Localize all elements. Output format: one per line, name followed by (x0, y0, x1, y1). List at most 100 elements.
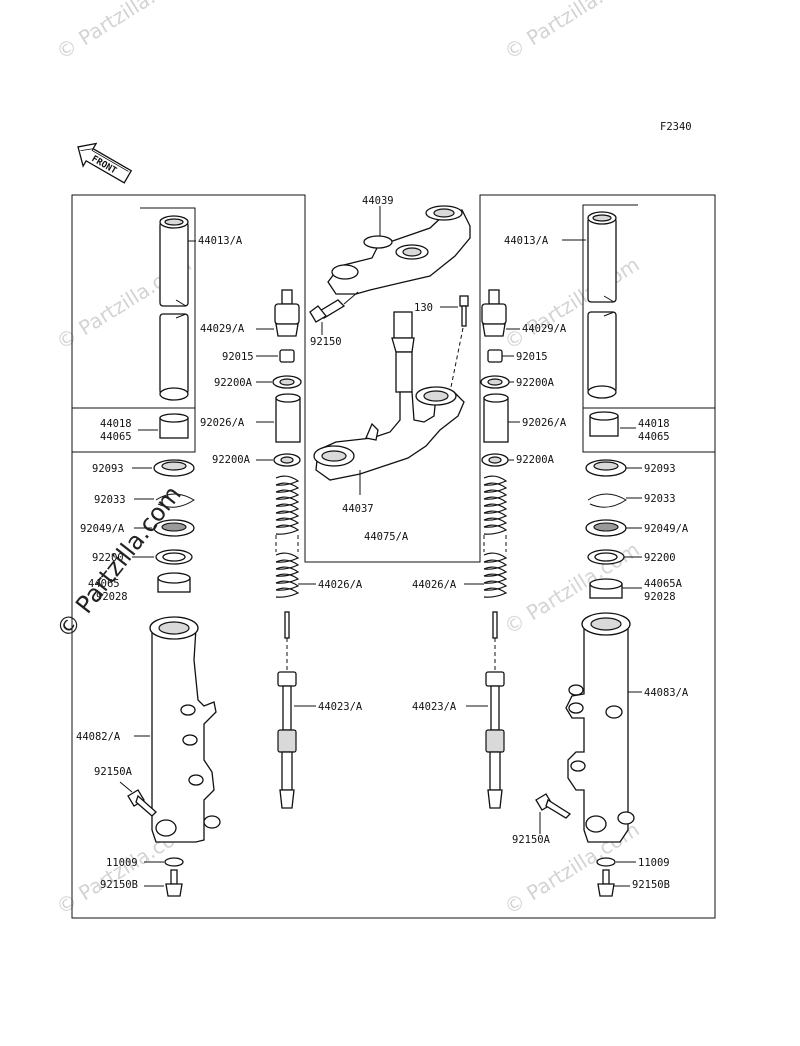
label-11009-left: 11009 (106, 857, 138, 869)
label-92200A-right-1: 92200A (516, 377, 555, 389)
cap-bolt-right (481, 289, 507, 337)
spacer-92026A-right (483, 393, 509, 443)
spring-coil (483, 510, 508, 521)
oil-seal-92049A-right (585, 519, 627, 537)
bolt-92150A-left (127, 789, 157, 817)
label-130: 130 (414, 302, 433, 314)
label-92093-right: 92093 (644, 463, 676, 475)
label-92150: 92150 (310, 336, 342, 348)
label-92026A-right: 92026/A (522, 417, 567, 429)
label-44018-right: 44018 (638, 418, 670, 430)
label-92200A-left-1: 92200A (214, 377, 253, 389)
bush-44018-left (159, 413, 189, 439)
label-44065A-right: 44065A (644, 578, 683, 590)
upper-bracket-44039 (327, 205, 471, 295)
label-92028-left: 92028 (96, 591, 128, 603)
spring-coil (483, 482, 508, 493)
spring-coil (483, 573, 508, 584)
fork-tube-left (159, 215, 189, 401)
washer-92200A-right-1 (480, 375, 510, 389)
spring-coil (483, 524, 508, 535)
spring-coil (275, 517, 300, 528)
dust-seal-92093-right (585, 459, 627, 477)
washer-11009-right (596, 857, 616, 867)
spring-coil (275, 510, 300, 521)
spring-44026A-right (483, 475, 508, 598)
bolt-130 (459, 295, 469, 327)
fork-tube-right (587, 211, 617, 399)
label-44065-left: 44065 (100, 431, 132, 443)
watermark: © Partzilla.com (52, 0, 196, 64)
label-44083A: 44083/A (644, 687, 689, 699)
washer-11009-left (164, 857, 184, 867)
spring-coil (275, 552, 300, 563)
label-92033-left: 92033 (94, 494, 126, 506)
spring-coil (483, 587, 508, 598)
spring-coil (275, 573, 300, 584)
label-44039: 44039 (362, 195, 394, 207)
guide-bush-left (157, 572, 191, 593)
label-44018-left: 44018 (100, 418, 132, 430)
cap-bolt-left (274, 289, 300, 337)
spring-coil (483, 559, 508, 570)
label-92049A-left: 92049/A (80, 523, 125, 535)
label-44037: 44037 (342, 503, 374, 515)
watermark: © Partzilla.com (500, 0, 644, 64)
dust-seal-92093-left (153, 459, 195, 477)
spring-coil (483, 475, 508, 486)
washer-92200A-left-2 (273, 453, 301, 467)
spring-coil (275, 482, 300, 493)
label-44065-left-2: 44065 (88, 578, 120, 590)
label-92015-left: 92015 (222, 351, 254, 363)
spring-coil (483, 489, 508, 500)
spring-coil (275, 503, 300, 514)
damper-rod-right (485, 611, 505, 809)
label-44082A: 44082/A (76, 731, 121, 743)
spring-coil (275, 566, 300, 577)
label-44029A-right: 44029/A (522, 323, 567, 335)
label-92200A-left-2: 92200A (212, 454, 251, 466)
bolt-92150 (309, 291, 359, 323)
nut-92015-left (279, 349, 295, 363)
oil-seal-92049A-left (153, 519, 195, 537)
spring-coil (275, 496, 300, 507)
front-arrow-icon: FRONT (77, 142, 133, 184)
washer-92200A-right-2 (481, 453, 509, 467)
washer-92200-right (587, 549, 625, 565)
label-44065-right: 44065 (638, 431, 670, 443)
damper-rod-left (277, 611, 297, 809)
label-11009-right: 11009 (638, 857, 670, 869)
label-92015-right: 92015 (516, 351, 548, 363)
spring-coil (275, 489, 300, 500)
guide-bush-right (589, 578, 623, 599)
bolt-92150A-right (535, 793, 572, 819)
label-92049A-right: 92049/A (644, 523, 689, 535)
bolt-92150B-left (165, 869, 183, 897)
label-92200-left: 92200 (92, 552, 124, 564)
bush-44018-right (589, 411, 619, 437)
spring-coil (275, 524, 300, 535)
figure-code: F2340 (660, 121, 692, 133)
label-92028-right: 92028 (644, 591, 676, 603)
label-44013A-right: 44013/A (504, 235, 549, 247)
spring-coil (483, 580, 508, 591)
label-44026A-left: 44026/A (318, 579, 363, 591)
label-92200-right: 92200 (644, 552, 676, 564)
frame-lines (71, 194, 716, 919)
label-92150B-right: 92150B (632, 879, 670, 891)
label-92093-left: 92093 (92, 463, 124, 475)
outer-tube-44082A-left (149, 616, 221, 843)
label-44075A: 44075/A (364, 531, 409, 543)
label-92150B-left: 92150B (100, 879, 138, 891)
watermark: © Partzilla.com (500, 252, 644, 354)
circlip-92033-right (587, 493, 627, 508)
spacer-92026A-left (275, 393, 301, 443)
nut-92015-right (487, 349, 503, 363)
label-44026A-right: 44026/A (412, 579, 457, 591)
label-92033-right: 92033 (644, 493, 676, 505)
label-44013A-left: 44013/A (198, 235, 243, 247)
washer-92200A-left-1 (272, 375, 302, 389)
label-44029A-left: 44029/A (200, 323, 245, 335)
label-92150A-right: 92150A (512, 834, 551, 846)
spring-coil (275, 475, 300, 486)
